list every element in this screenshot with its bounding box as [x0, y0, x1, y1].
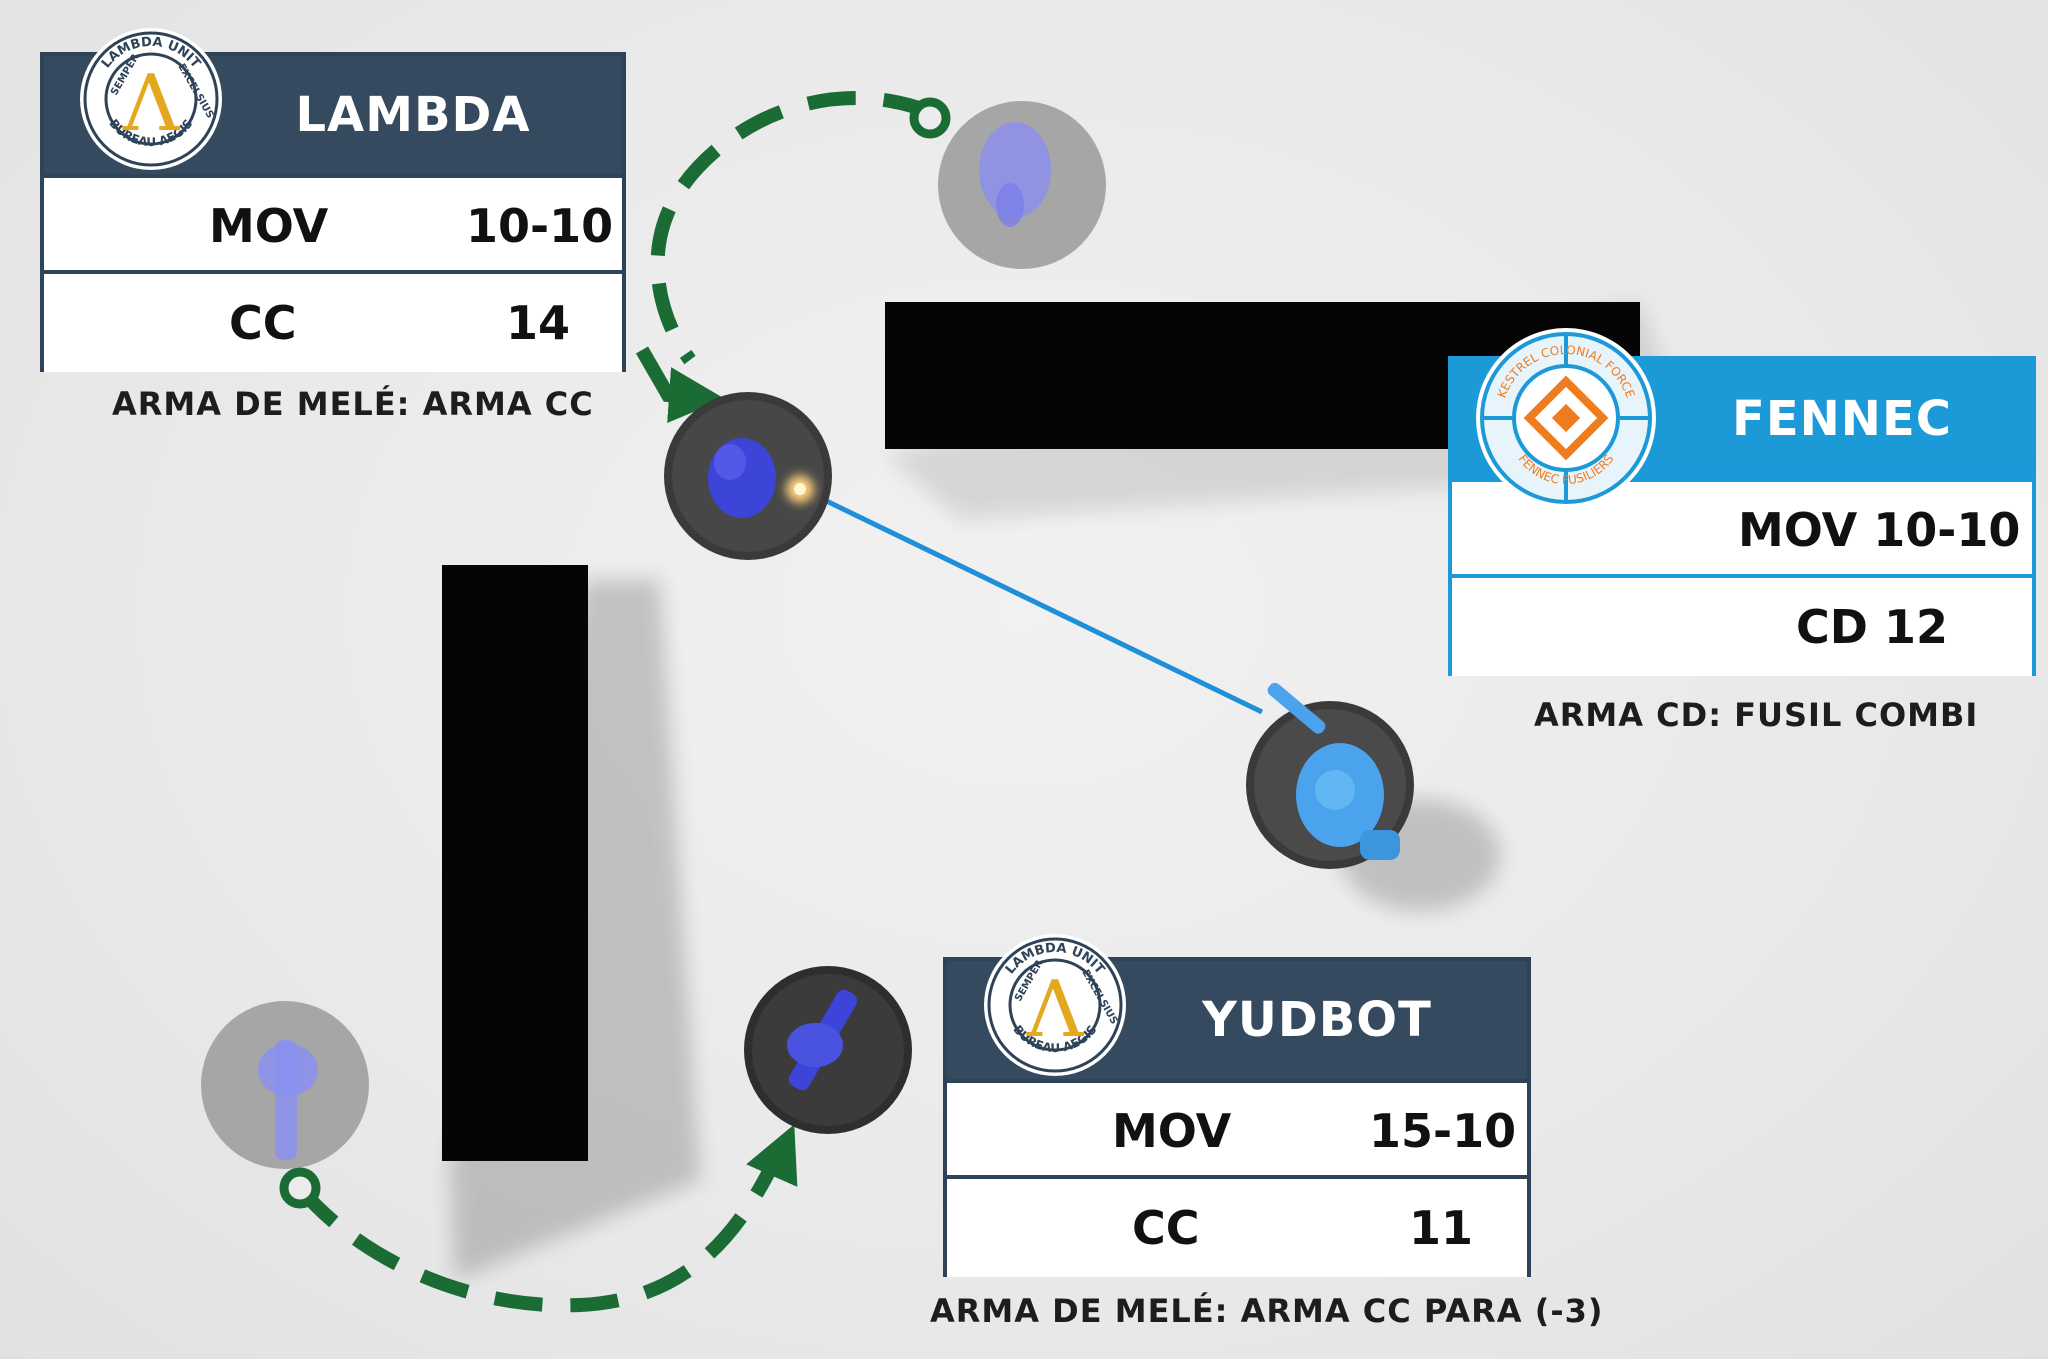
lambda-stat-row-mov: MOV 10-10 — [44, 174, 622, 274]
fennec-stat-row-cd: CD 12 — [1452, 574, 2032, 676]
fennec-miniature[interactable] — [1246, 680, 1500, 911]
lambda-miniature[interactable] — [664, 392, 832, 560]
yudbot-mov-label: MOV — [1112, 1104, 1232, 1158]
lambda-unit-name: LAMBDA — [295, 87, 531, 143]
fennec-cd-text: CD 12 — [1796, 600, 1948, 654]
lambda-cc-value: 14 — [506, 296, 571, 350]
lambda-mov-value: 10-10 — [466, 199, 614, 253]
yudbot-ghost-base — [201, 1001, 369, 1169]
lambda-emblem-symbol: Λ — [122, 59, 181, 149]
yudbot-mov-value: 15-10 — [1369, 1104, 1517, 1158]
yudbot-cc-value: 11 — [1409, 1201, 1474, 1255]
lambda-cc-label: CC — [229, 296, 297, 350]
line-of-fire — [810, 491, 1264, 715]
fennec-unit-name: FENNEC — [1732, 391, 1952, 447]
yudbot-weapon-caption: ARMA DE MELÉ: ARMA CC PARA (-3) — [930, 1292, 1604, 1330]
yudbot-path-start-marker — [279, 1167, 321, 1209]
yudbot-stat-row-cc: CC 11 — [947, 1175, 1527, 1277]
yudbot-stat-row-mov: MOV 15-10 — [947, 1079, 1527, 1179]
terrain-block-vertical — [442, 565, 588, 1161]
fennec-stat-row-mov: MOV 10-10 — [1452, 478, 2032, 578]
yudbot-cc-label: CC — [1132, 1201, 1200, 1255]
yudbot-miniature[interactable] — [744, 966, 912, 1134]
lambda-movement-path — [635, 90, 951, 424]
yudbot-movement-path — [279, 1124, 798, 1313]
fennec-weapon-caption: ARMA CD: FUSIL COMBI — [1534, 696, 1979, 734]
lambda-weapon-caption: ARMA DE MELÉ: ARMA CC — [112, 385, 594, 423]
lambda-path-start-marker — [909, 97, 951, 139]
lambda-mov-label: MOV — [209, 199, 329, 253]
fennec-unit-card: FENNEC MOV 10-10 CD 12 — [1448, 356, 2036, 676]
yudbot-lambda-unit-emblem-icon: LAMBDA UNIT BUREAU AEGIS SEMPER EXCELSIU… — [984, 934, 1126, 1076]
lambda-stat-row-cc: CC 14 — [44, 270, 622, 372]
lambda-unit-emblem-icon: LAMBDA UNIT BUREAU AEGIS SEMPER EXCELSIU… — [80, 28, 222, 170]
fennec-mov-text: MOV 10-10 — [1738, 503, 2021, 557]
yudbot-unit-name: YUDBOT — [1202, 992, 1432, 1048]
lambda-ghost-base — [938, 101, 1106, 269]
kestrel-colonial-force-emblem-icon: KESTREL COLONIAL FORCE FENNEC FUSILIERS — [1476, 328, 1656, 508]
yudbot-emblem-symbol: Λ — [1026, 965, 1085, 1055]
